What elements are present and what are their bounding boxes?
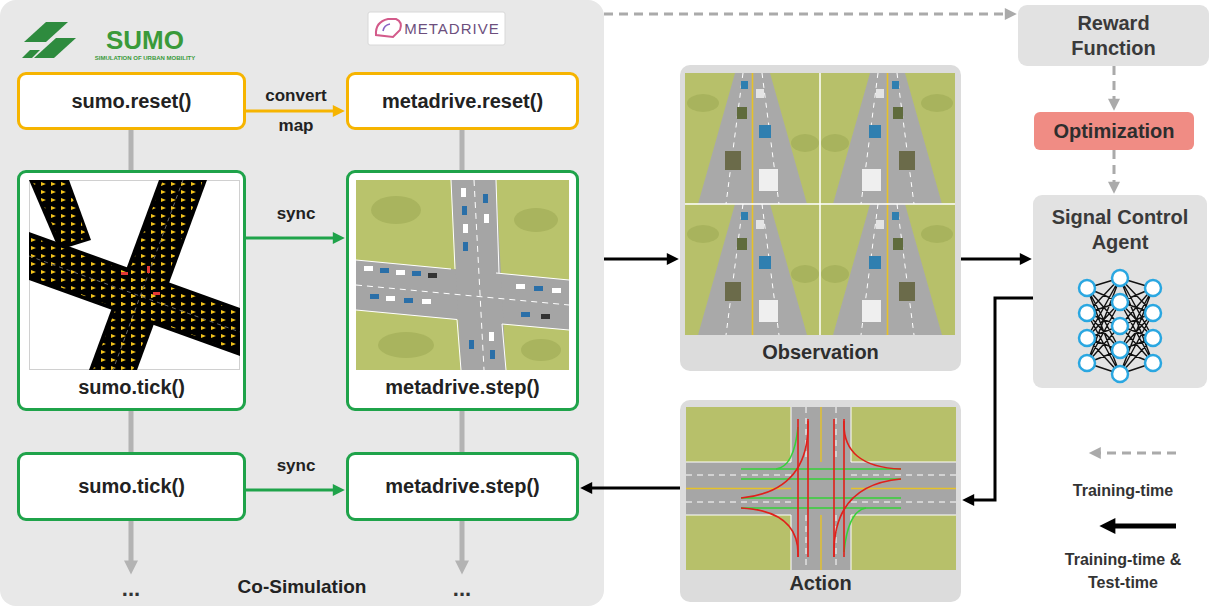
node-label: metadrive.step() [385,474,540,499]
node-label: sumo.tick() [78,375,185,400]
node-label: Action [789,571,851,596]
agent-box: Signal Control Agent [1033,195,1207,388]
connector-arrow [1113,150,1116,187]
connector-arrow [604,13,1010,16]
legend-solid-arrow [1109,524,1176,529]
node-label: Optimization [1053,119,1174,144]
edge-label: sync [277,204,316,224]
node-label: sumo.tick() [78,474,185,499]
connector-arrow [604,258,672,261]
node-label: Co-Simulation [238,574,367,599]
edge-label: sync [277,456,316,476]
node-label: Reward Function [1054,11,1174,61]
connector-arrow [587,487,680,490]
connector-arrow [246,110,338,113]
connector-arrow [961,258,1025,261]
metadrive-logo-box [368,12,505,45]
legend-label: Training-time & Test-time [1063,548,1183,594]
connector-arrow [1113,66,1116,104]
connector-arrow [246,489,338,492]
process-box: Optimization [1034,112,1194,150]
continuation-arrow [460,521,465,566]
continuation-arrow [129,521,134,566]
node-label: metadrive.step() [385,375,540,400]
neural-network-icon [1075,268,1165,385]
node-label: Observation [762,340,879,365]
edge-label: convert map [259,81,334,141]
sumo-logo-icon [22,22,76,58]
logo-wordmark: METADRIVE [404,20,499,38]
connector-arrow [129,130,134,170]
connector-arrow [969,298,1033,500]
step-box: sumo.tick() [17,170,246,411]
node-label: metadrive.reset() [382,89,543,114]
action-intersection-illustration [686,407,956,570]
step-box: sumo.tick() [17,452,246,521]
logo-wordmark: SUMO [106,25,184,56]
step-box: metadrive.step() [346,452,579,521]
ellipsis: ... [122,576,140,602]
connector-arrow [246,237,338,240]
connector-arrow [129,411,134,452]
metadrive-scene-illustration [356,180,569,370]
process-box: Reward Function [1018,5,1209,66]
step-box: metadrive.step() [346,170,579,411]
ellipsis: ... [453,576,471,602]
legend-dashed-arrow [1096,452,1176,455]
image-panel: Action [680,400,961,602]
connector-arrow [460,130,465,170]
logo-tagline: SIMULATION OF URBAN MOBILITY [95,55,196,62]
connector-arrow [460,411,465,452]
observation-views-illustration [685,73,955,335]
node-label: sumo.reset() [71,89,191,114]
legend-label: Training-time [1073,481,1173,500]
reset-box: metadrive.reset() [346,72,579,130]
node-label: Signal Control Agent [1040,205,1200,255]
reset-box: sumo.reset() [17,72,246,130]
image-panel: Observation [680,65,961,371]
sumo-map-illustration [29,180,240,370]
